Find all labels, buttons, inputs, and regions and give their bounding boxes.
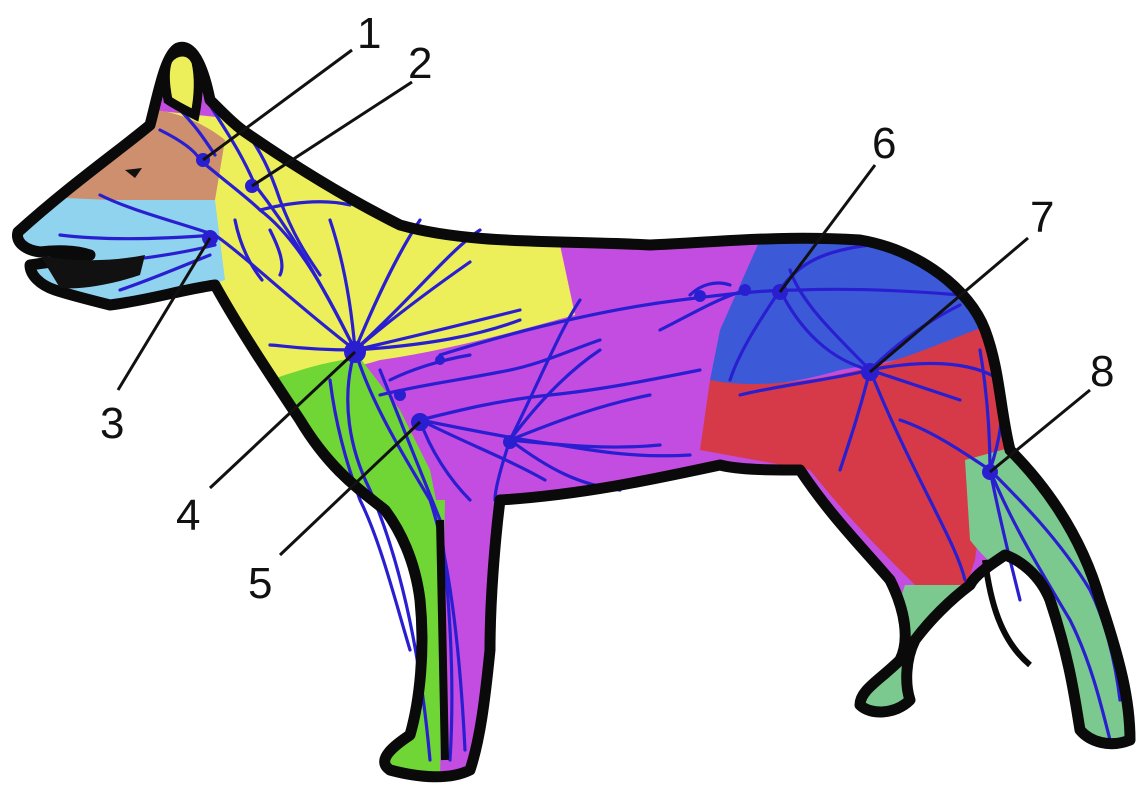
label-1: 1 [357, 9, 381, 58]
ear [165, 52, 198, 115]
lymph-node-6b [694, 290, 706, 302]
label-2: 2 [408, 39, 432, 88]
lymph-node-5b [394, 389, 406, 401]
leg-gap-hind [985, 560, 1030, 665]
label-4: 4 [176, 491, 200, 540]
label-7: 7 [1030, 193, 1054, 242]
lymph-node-6c [739, 284, 751, 296]
label-8: 8 [1090, 347, 1114, 396]
lymph-node-5c [435, 355, 445, 365]
leg-gap-front [440, 520, 445, 760]
label-5: 5 [248, 559, 272, 608]
label-3: 3 [100, 399, 124, 448]
label-6: 6 [872, 119, 896, 168]
lymph-node-belly [503, 435, 517, 449]
